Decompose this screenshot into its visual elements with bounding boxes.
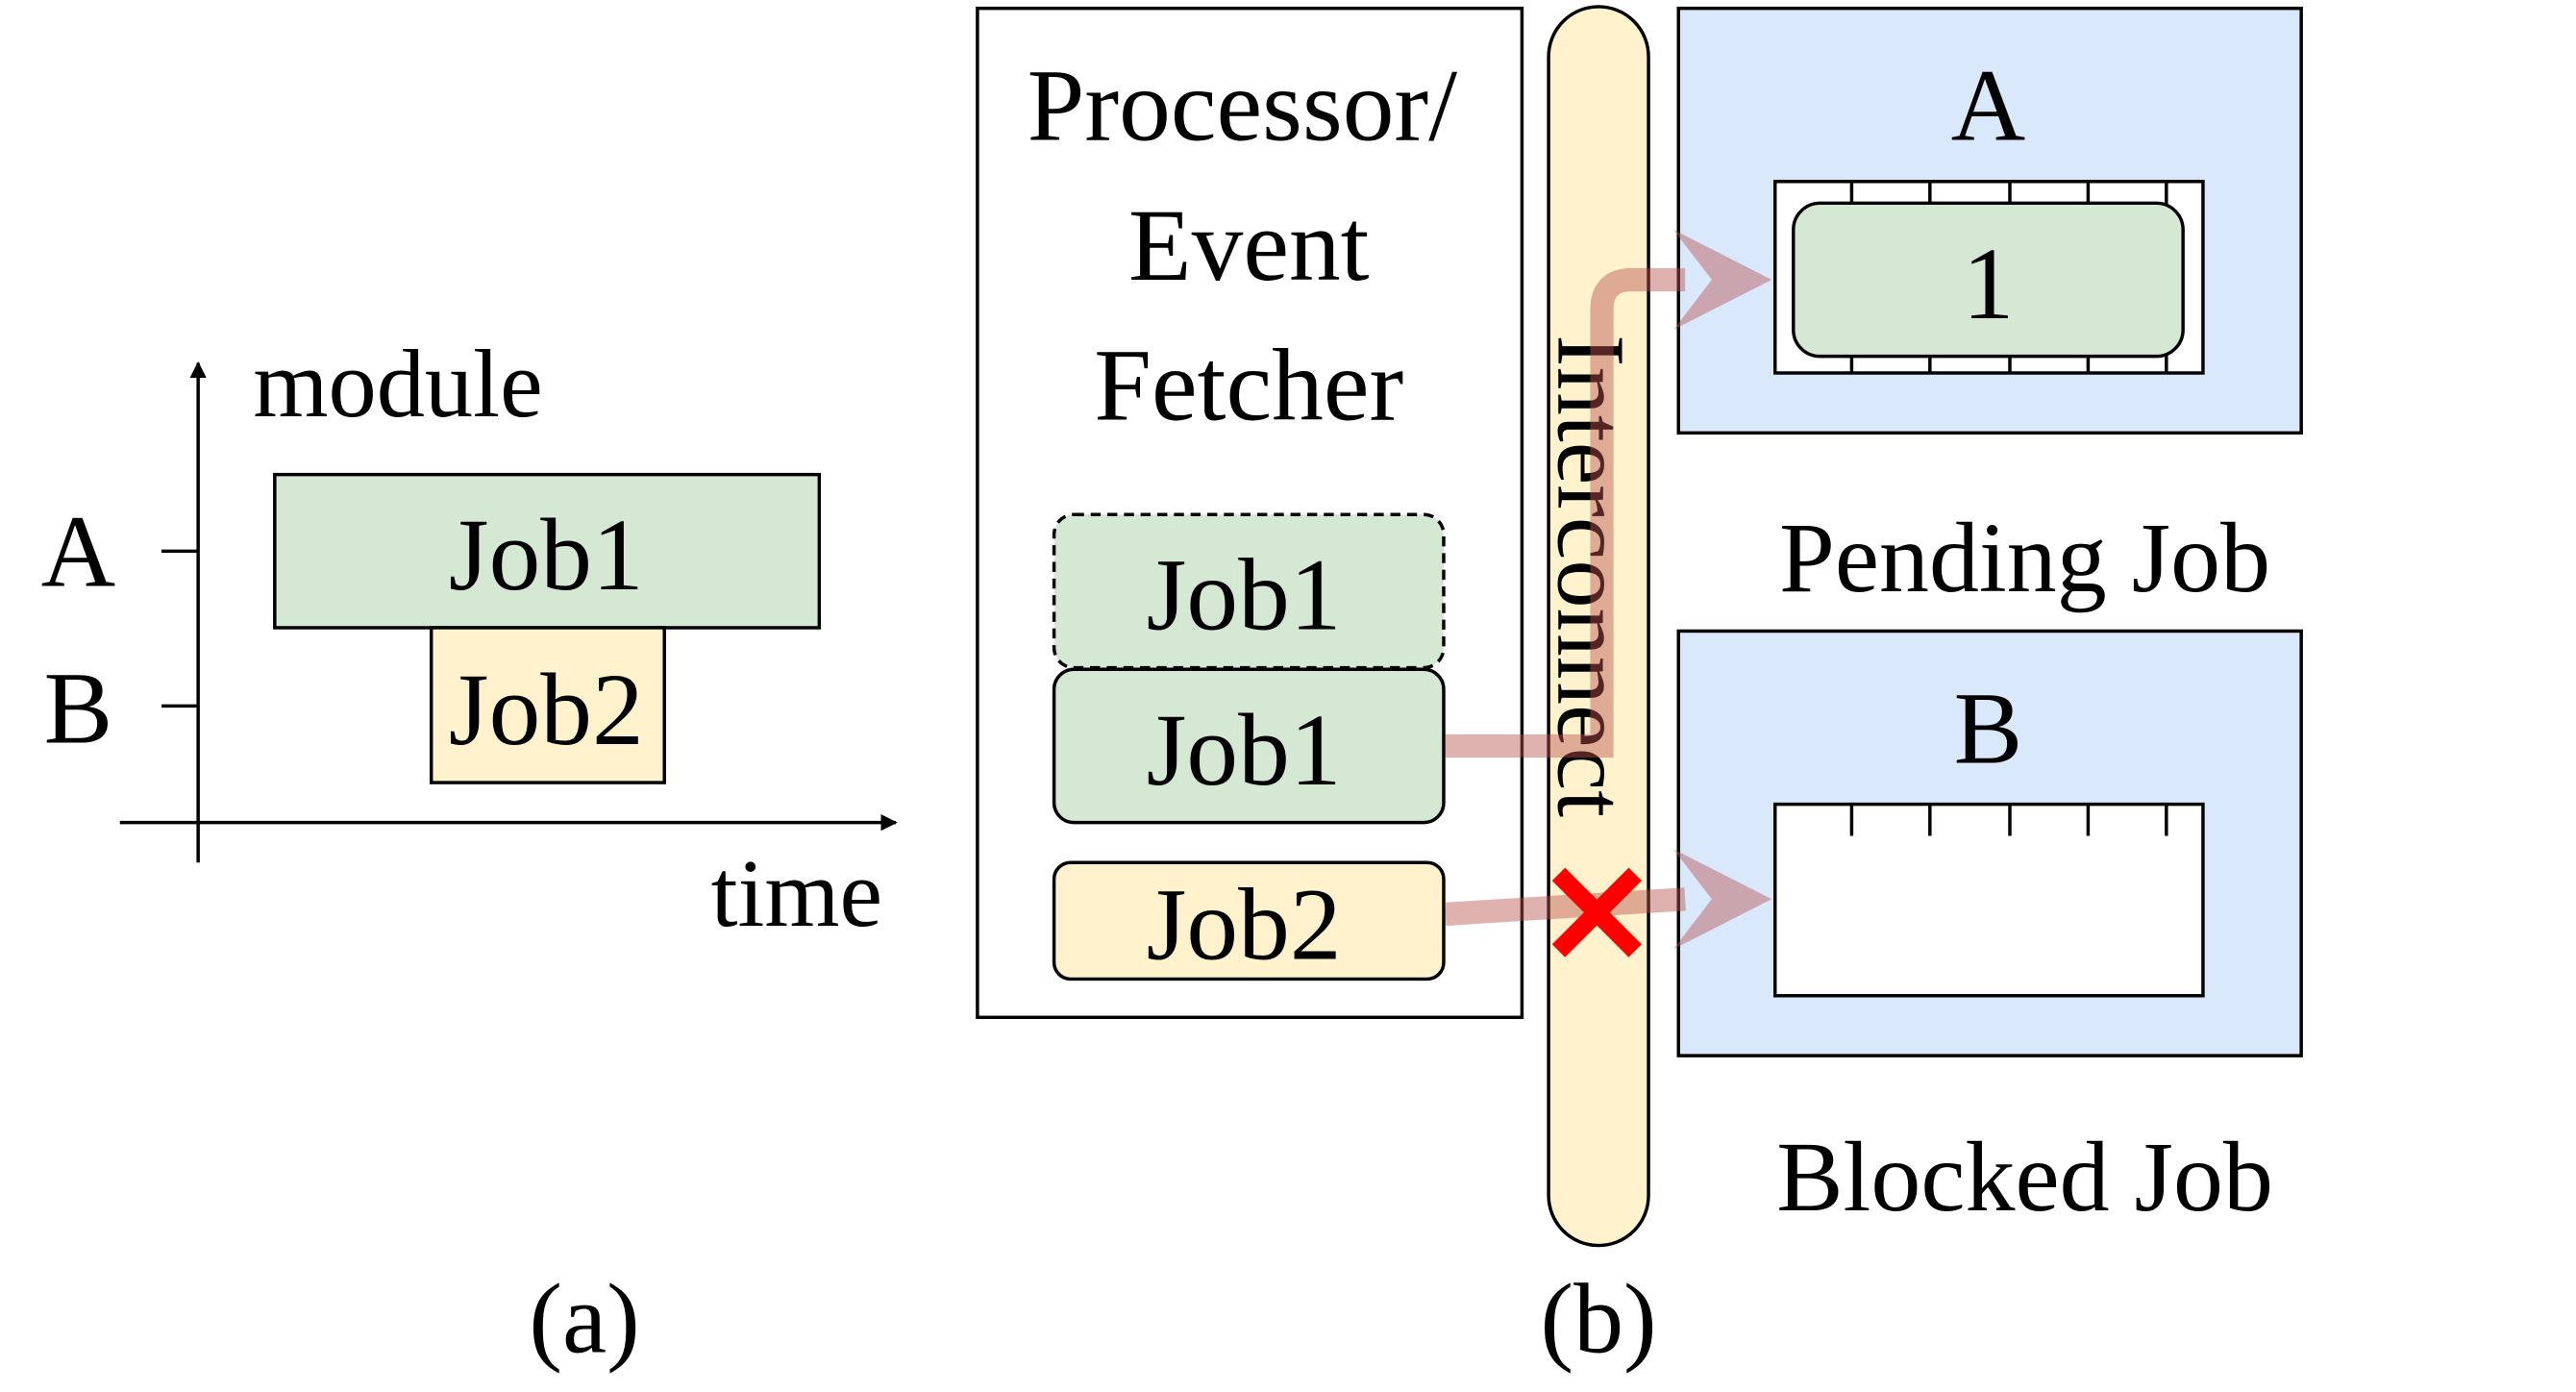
processor-job2: [1052, 860, 1446, 982]
module-b-name: B: [1954, 671, 2023, 785]
panel-b: Processor/ Event Fetcher Job1 Job1 Job2 …: [976, 5, 2303, 1374]
module-a-queued-job-label: 1: [1963, 227, 2015, 341]
y-axis-label: module: [253, 330, 542, 437]
module-b-status: Blocked Job: [1776, 1122, 2273, 1232]
module-b: B: [1676, 629, 2303, 1057]
timeline-job2-bar: [429, 626, 666, 784]
timeline-job1-bar: [273, 472, 822, 630]
processor-job1-label: Job1: [1147, 693, 1342, 808]
processor-title-line1: Processor/: [1028, 49, 1458, 163]
module-a: A 1: [1676, 6, 2303, 435]
interconnect-label: Interconnect: [1538, 335, 1646, 817]
blocked-x-icon: [1551, 867, 1642, 957]
dispatch-arrow-job2: [1444, 849, 1772, 950]
processor-box: Processor/ Event Fetcher Job1 Job1 Job2: [976, 6, 1524, 1020]
module-a-name: A: [1951, 49, 2026, 163]
x-axis-label: time: [711, 839, 883, 947]
processor-title-line2: Event: [1128, 188, 1370, 303]
processor-job2-label: Job2: [1147, 868, 1342, 982]
row-label-a: A: [41, 495, 116, 609]
module-a-queue: 1: [1772, 180, 2205, 375]
timeline-job1-label: Job1: [449, 498, 644, 612]
module-b-queue: [1772, 802, 2205, 998]
module-a-queued-job: [1792, 201, 2185, 359]
module-a-status: Pending Job: [1779, 503, 2270, 613]
processor-job1-ghost-label: Job1: [1147, 538, 1342, 653]
dispatch-arrow-job1: [1445, 230, 1772, 758]
caption-a: (a): [529, 1263, 639, 1374]
row-label-b: B: [44, 652, 113, 766]
processor-job1: [1052, 667, 1446, 825]
caption-b: (b): [1540, 1263, 1656, 1374]
timeline-job2-label: Job2: [449, 653, 644, 767]
panel-a: module time A B Job1 Job2 (a): [41, 330, 898, 1374]
processor-title-line3: Fetcher: [1094, 328, 1403, 442]
